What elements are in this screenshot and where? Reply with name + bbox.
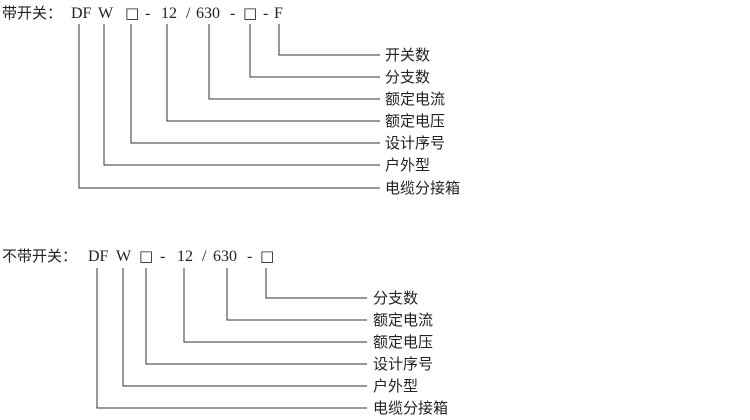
- leader-line-branch-count: [265, 268, 367, 299]
- legend-cable-branch-box: 电缆分接箱: [373, 399, 448, 417]
- leader-line-outdoor: [122, 268, 367, 387]
- leader-line-cable-branch-box: [96, 268, 367, 409]
- code-part-series: DF: [71, 5, 92, 22]
- legend: 分支数 额定电流 额定电压 设计序号 户外型 电缆分接箱: [373, 289, 448, 417]
- legend-rated-voltage: 额定电压: [373, 333, 433, 351]
- legend-design-no: 设计序号: [373, 355, 433, 373]
- leader-line-rated-voltage: [166, 24, 380, 122]
- legend-rated-current: 额定电流: [373, 311, 433, 329]
- legend-design-no: 设计序号: [385, 134, 445, 152]
- leader-line-switch-count: [278, 24, 380, 56]
- leader-line-rated-current: [226, 268, 367, 321]
- model-code: DF W □ - 12 / 630 - □: [88, 247, 274, 265]
- code-part-voltage: 12: [177, 248, 193, 265]
- code-part-design-no: □: [125, 4, 139, 22]
- code-part-branches: □: [260, 247, 274, 265]
- legend-rated-current: 额定电流: [385, 90, 445, 108]
- leader-line-rated-current: [208, 24, 380, 100]
- legend-branch-count: 分支数: [373, 289, 418, 307]
- code-separator: -: [160, 248, 165, 265]
- model-code: DF W □ - 12 / 630 - □ - F: [71, 4, 283, 22]
- code-separator: -: [263, 5, 268, 22]
- legend-outdoor: 户外型: [373, 377, 418, 395]
- leader-line-design-no: [130, 24, 380, 144]
- legend-outdoor: 户外型: [385, 156, 430, 174]
- diagram-title: 带开关：: [2, 4, 62, 22]
- legend-cable-branch-box: 电缆分接箱: [385, 179, 460, 197]
- diagram-title: 不带开关：: [2, 247, 77, 265]
- code-slash: /: [202, 248, 207, 265]
- code-slash: /: [186, 5, 191, 22]
- code-part-current: 630: [196, 5, 220, 22]
- leader-lines: [78, 24, 380, 189]
- leader-line-outdoor: [103, 24, 380, 166]
- legend-rated-voltage: 额定电压: [385, 112, 445, 130]
- leader-line-rated-voltage: [183, 268, 367, 343]
- legend: 开关数 分支数 额定电流 额定电压 设计序号 户外型 电缆分接箱: [385, 46, 460, 197]
- diagram-with-switch: 带开关： DF W □ - 12 / 630 - □ - F: [2, 4, 460, 197]
- code-separator: -: [247, 248, 252, 265]
- code-part-outdoor: W: [98, 5, 114, 22]
- leader-line-branch-count: [249, 24, 380, 78]
- legend-branch-count: 分支数: [385, 68, 430, 86]
- leader-line-design-no: [145, 268, 367, 365]
- diagram-without-switch: 不带开关： DF W □ - 12 / 630 - □: [2, 247, 448, 417]
- leader-line-cable-branch-box: [78, 24, 380, 189]
- code-part-voltage: 12: [161, 5, 177, 22]
- code-separator: -: [230, 5, 235, 22]
- code-part-series: DF: [88, 248, 109, 265]
- code-part-current: 630: [213, 248, 237, 265]
- legend-switch-count: 开关数: [385, 46, 430, 64]
- code-part-design-no: □: [139, 247, 153, 265]
- code-part-switches: F: [274, 5, 283, 22]
- code-part-branches: □: [243, 4, 257, 22]
- code-separator: -: [145, 5, 150, 22]
- leader-lines: [96, 268, 367, 409]
- code-part-outdoor: W: [116, 248, 132, 265]
